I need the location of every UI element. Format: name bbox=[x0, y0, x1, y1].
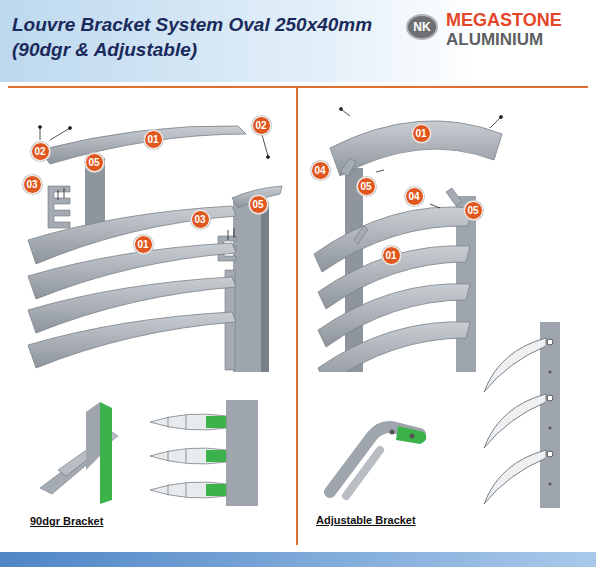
callout-text: 05 bbox=[467, 205, 478, 216]
header-band bbox=[0, 0, 596, 82]
callout-text: 05 bbox=[88, 157, 99, 168]
callout-number: 01 bbox=[382, 246, 401, 265]
callout-number: 02 bbox=[252, 116, 271, 135]
callout-text: 05 bbox=[252, 199, 263, 210]
callout-number: 02 bbox=[31, 142, 50, 161]
callout-number: 03 bbox=[23, 175, 42, 194]
callout-number: 04 bbox=[405, 187, 424, 206]
brand-name: ALUMINIUM bbox=[446, 30, 543, 50]
callout-number: 01 bbox=[144, 130, 163, 149]
callout-text: 01 bbox=[385, 250, 396, 261]
part-caption: 90dgr Bracket bbox=[30, 515, 103, 527]
callout-text: 02 bbox=[255, 120, 266, 131]
bracket-adjustable-detail bbox=[330, 322, 560, 508]
callout-text: 04 bbox=[408, 191, 419, 202]
callout-text: 03 bbox=[194, 214, 205, 225]
callout-text: 01 bbox=[415, 128, 426, 139]
bracket-90-detail bbox=[40, 400, 258, 506]
callout-text: 02 bbox=[34, 146, 45, 157]
callout-number: 03 bbox=[191, 210, 210, 229]
callout-number: 01 bbox=[412, 124, 431, 143]
callout-text: 05 bbox=[360, 181, 371, 192]
callout-number: 01 bbox=[134, 235, 153, 254]
callout-text: 03 bbox=[26, 179, 37, 190]
callout-text: 04 bbox=[314, 165, 325, 176]
logo-badge: NK bbox=[406, 14, 438, 40]
callout-number: 05 bbox=[464, 201, 483, 220]
louvre-90-assembly bbox=[28, 126, 282, 373]
callout-number: 05 bbox=[249, 195, 268, 214]
part-caption: Adjustable Bracket bbox=[316, 514, 416, 526]
brand-name: MEGASTONE bbox=[446, 10, 562, 31]
divider-line bbox=[296, 87, 298, 545]
callout-text: 01 bbox=[137, 239, 148, 250]
callout-number: 05 bbox=[357, 177, 376, 196]
logo-text: NK bbox=[413, 20, 430, 34]
louvre-adjustable-assembly bbox=[314, 108, 503, 373]
callout-number: 04 bbox=[311, 161, 330, 180]
footer-band bbox=[0, 552, 596, 567]
page-title: Louvre Bracket System Oval 250x40mm (90d… bbox=[12, 12, 402, 62]
callout-number: 05 bbox=[85, 153, 104, 172]
callout-text: 01 bbox=[147, 134, 158, 145]
